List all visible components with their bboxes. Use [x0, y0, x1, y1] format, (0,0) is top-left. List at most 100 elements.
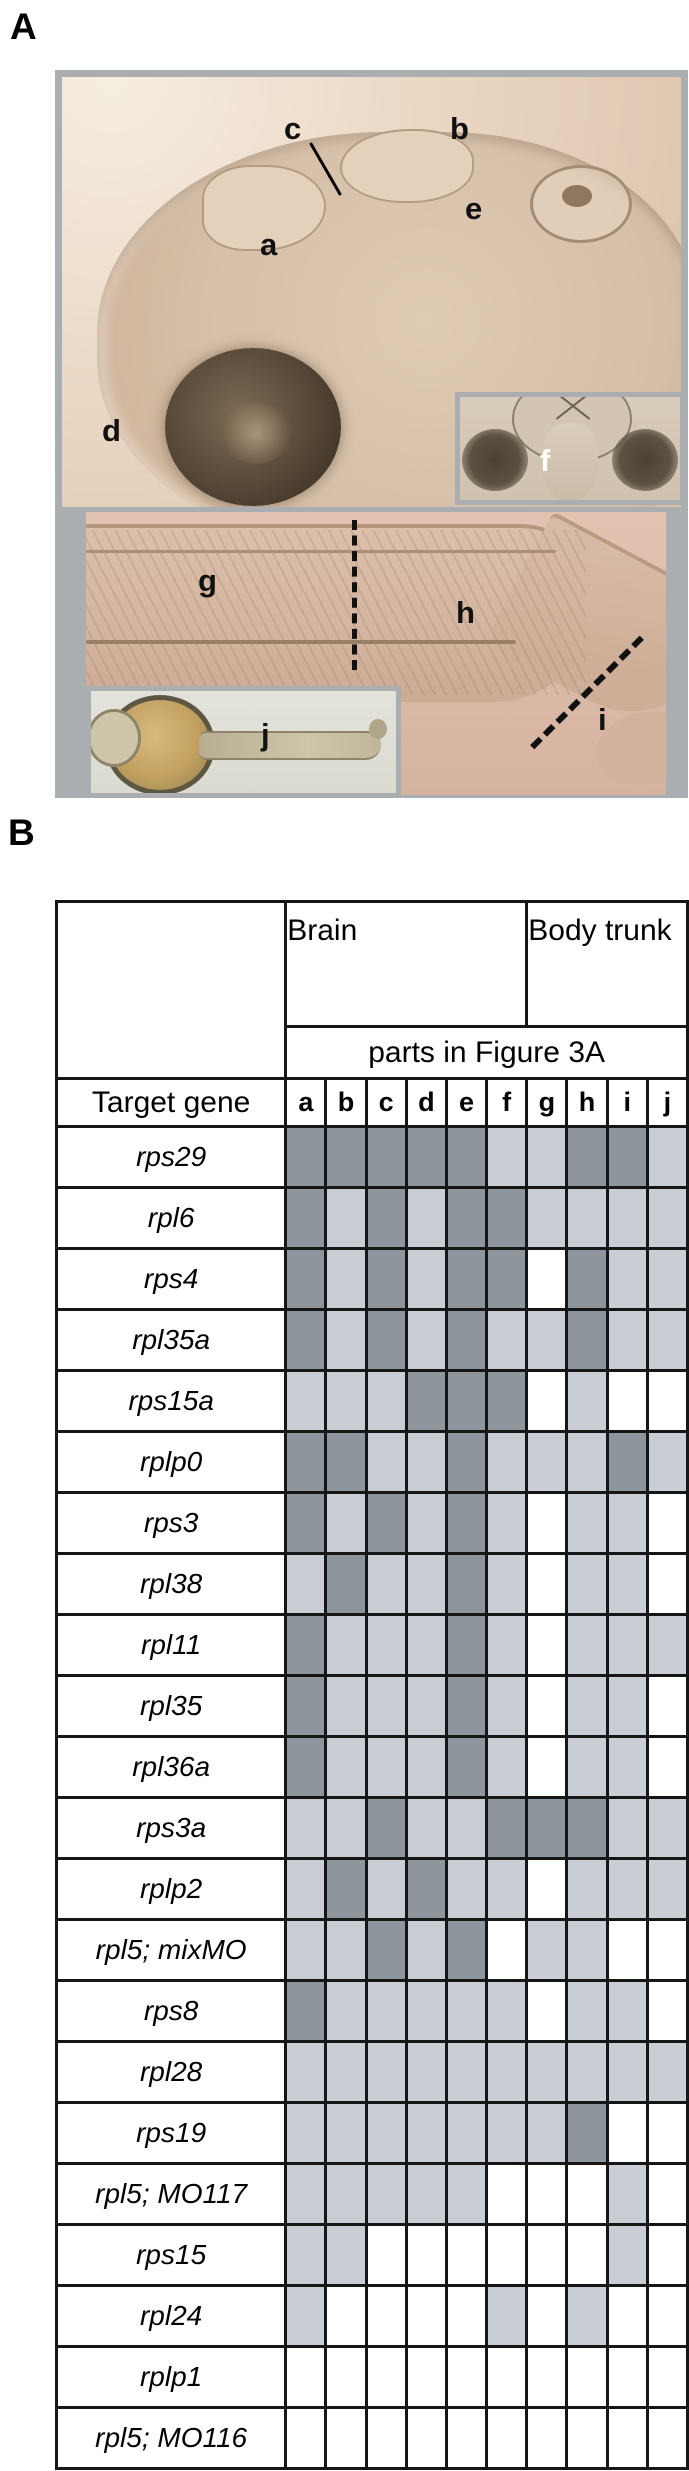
phenotype-cell-f-light — [485, 1857, 529, 1921]
phenotype-cell-i-light — [605, 1857, 649, 1921]
gene-name: rpl24 — [54, 2284, 288, 2348]
phenotype-cell-e-dark — [444, 1430, 489, 1494]
phenotype-cell-e-light — [444, 1979, 489, 2043]
phenotype-cell-e-dark — [444, 1918, 489, 1982]
gene-row-rpl24: rpl24 — [54, 2284, 689, 2348]
part-label-g: g — [198, 563, 217, 598]
phenotype-cell-j-light — [645, 1430, 689, 1494]
phenotype-cell-g-white — [525, 1552, 569, 1616]
part-label-c: c — [284, 111, 302, 146]
gene-name: rps3a — [54, 1796, 288, 1860]
phenotype-cell-i-light — [605, 1491, 649, 1555]
phenotype-cell-h-light — [565, 1491, 609, 1555]
frontal-left-eye — [462, 429, 528, 491]
phenotype-cell-b-light — [324, 2162, 368, 2226]
gene-row-rpl11: rpl11 — [54, 1613, 689, 1677]
phenotype-cell-f-white — [485, 2223, 529, 2287]
header-column-f: f — [485, 1077, 529, 1128]
gene-row-rpl28: rpl28 — [54, 2040, 689, 2104]
phenotype-cell-f-light — [485, 2284, 529, 2348]
brain-region-bump-a — [202, 165, 326, 251]
phenotype-cell-i-light — [605, 2162, 649, 2226]
phenotype-cell-d-light — [404, 1308, 448, 1372]
phenotype-cell-h-light — [565, 1369, 609, 1433]
phenotype-cell-c-light — [364, 1613, 408, 1677]
phenotype-cell-e-light — [444, 1857, 489, 1921]
gene-name: rpl5; MO117 — [54, 2162, 288, 2226]
phenotype-cell-e-dark — [444, 1125, 489, 1189]
phenotype-cell-b-light — [324, 1918, 368, 1982]
phenotype-cell-e-white — [444, 2284, 489, 2348]
phenotype-cell-h-light — [565, 1674, 609, 1738]
phenotype-cell-h-light — [565, 1186, 609, 1250]
phenotype-cell-a-light — [284, 2223, 328, 2287]
phenotype-cell-c-white — [364, 2284, 408, 2348]
frontal-right-eye — [612, 429, 678, 491]
phenotype-cell-f-dark — [485, 1796, 529, 1860]
phenotype-cell-h-light — [565, 1430, 609, 1494]
phenotype-cell-g-white — [525, 1979, 569, 2043]
phenotype-cell-i-light — [605, 1247, 649, 1311]
phenotype-cell-i-light — [605, 2223, 649, 2287]
phenotype-cell-c-light — [364, 1979, 408, 2043]
gene-name: rpl36a — [54, 1735, 288, 1799]
phenotype-table: Brain Body trunk parts in Figure 3A Targ… — [54, 900, 689, 2470]
phenotype-cell-d-light — [404, 1979, 448, 2043]
phenotype-cell-f-light — [485, 1430, 529, 1494]
phenotype-cell-b-dark — [324, 1552, 368, 1616]
phenotype-cell-a-dark — [284, 1979, 328, 2043]
header-column-d: d — [404, 1077, 448, 1128]
phenotype-cell-e-light — [444, 2101, 489, 2165]
phenotype-cell-i-light — [605, 1735, 649, 1799]
phenotype-cell-d-light — [404, 2162, 448, 2226]
phenotype-cell-a-light — [284, 1369, 328, 1433]
phenotype-cell-g-white — [525, 1735, 569, 1799]
phenotype-cell-i-white — [605, 2345, 649, 2409]
frontal-midline-band — [542, 423, 598, 500]
header-body-trunk: Body trunk — [525, 900, 689, 1028]
table-header-parts-row: parts in Figure 3A — [57, 1025, 689, 1080]
phenotype-cell-f-light — [485, 1552, 529, 1616]
phenotype-cell-b-white — [324, 2406, 368, 2470]
phenotype-cell-g-white — [525, 1613, 569, 1677]
phenotype-cell-g-white — [525, 1857, 569, 1921]
gene-row-rps29: rps29 — [54, 1125, 689, 1189]
phenotype-table-body: Brain Body trunk parts in Figure 3A Targ… — [54, 900, 689, 2470]
phenotype-cell-j-white — [645, 1491, 689, 1555]
phenotype-cell-b-white — [324, 2284, 368, 2348]
phenotype-cell-g-light — [525, 2040, 569, 2104]
phenotype-cell-g-light — [525, 1918, 569, 1982]
phenotype-cell-f-light — [485, 1735, 529, 1799]
phenotype-cell-e-light — [444, 2162, 489, 2226]
phenotype-cell-f-light — [485, 2101, 529, 2165]
header-brain: Brain — [284, 900, 529, 1028]
phenotype-cell-g-white — [525, 2406, 569, 2470]
gene-row-rpl35: rpl35 — [54, 1674, 689, 1738]
phenotype-cell-g-white — [525, 2162, 569, 2226]
phenotype-cell-g-white — [525, 1491, 569, 1555]
phenotype-cell-g-white — [525, 2345, 569, 2409]
phenotype-cell-h-white — [565, 2406, 609, 2470]
phenotype-cell-c-light — [364, 1735, 408, 1799]
phenotype-cell-i-white — [605, 2101, 649, 2165]
phenotype-cell-c-white — [364, 2345, 408, 2409]
phenotype-cell-c-light — [364, 1430, 408, 1494]
part-label-f: f — [540, 443, 551, 478]
phenotype-cell-b-dark — [324, 1125, 368, 1189]
gene-name: rplp1 — [54, 2345, 288, 2409]
phenotype-cell-a-light — [284, 1918, 328, 1982]
phenotype-cell-i-dark — [605, 1125, 649, 1189]
gene-name: rpl6 — [54, 1186, 288, 1250]
phenotype-cell-e-dark — [444, 1247, 489, 1311]
phenotype-cell-e-dark — [444, 1186, 489, 1250]
phenotype-cell-g-white — [525, 1247, 569, 1311]
phenotype-cell-a-dark — [284, 1735, 328, 1799]
header-column-j: j — [645, 1077, 689, 1128]
phenotype-cell-h-light — [565, 2284, 609, 2348]
embryo-eye-lens — [220, 402, 292, 464]
header-column-a: a — [284, 1077, 328, 1128]
phenotype-cell-g-white — [525, 1674, 569, 1738]
phenotype-cell-i-white — [605, 2284, 649, 2348]
phenotype-cell-a-dark — [284, 1186, 328, 1250]
